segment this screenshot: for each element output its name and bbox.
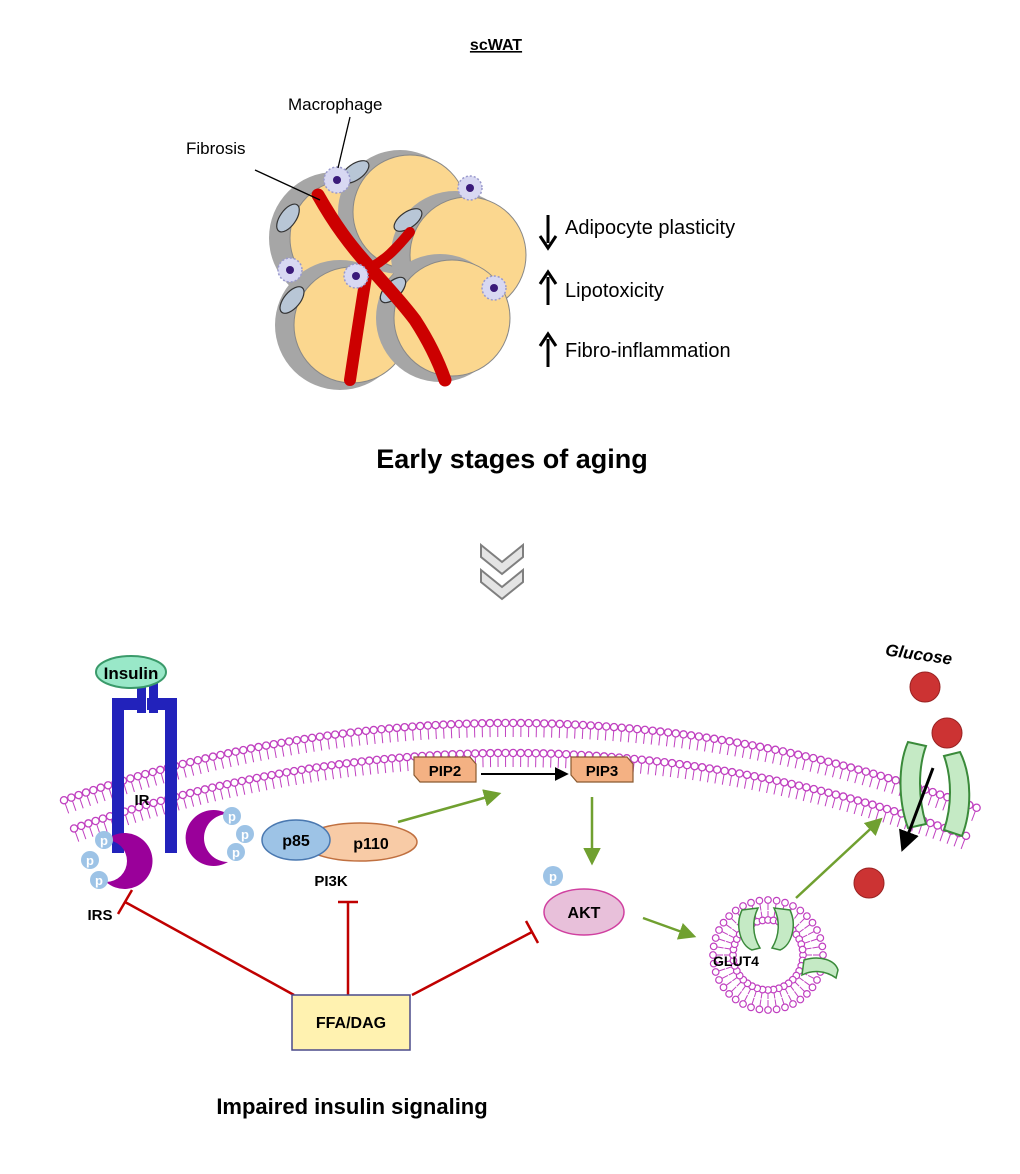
phospho-label: p — [100, 833, 108, 848]
glut4-transporter — [770, 907, 794, 951]
caption-impaired-signaling: Impaired insulin signaling — [216, 1094, 487, 1119]
ffa-dag-box: FFA/DAG — [291, 994, 411, 1051]
phospho-label: p — [95, 873, 103, 888]
effect-list: Adipocyte plasticity Lipotoxicity Fibro-… — [538, 215, 735, 367]
phospho-label: p — [86, 853, 94, 868]
activation-arrow — [795, 817, 883, 899]
insulin-label: Insulin — [104, 664, 159, 683]
pip3-box: PIP3 — [570, 756, 634, 783]
macrophage-cell — [343, 263, 369, 289]
glut4-vesicle: GLUT4 — [709, 896, 839, 1014]
insulin-molecule: Insulin — [95, 655, 167, 689]
pip3-label: PIP3 — [586, 763, 619, 780]
p85-label: p85 — [282, 833, 310, 850]
pip2-box: PIP2 — [413, 756, 477, 783]
macrophage-label: Macrophage — [288, 95, 383, 114]
top-panel: scWAT — [186, 37, 735, 474]
panel-title-scwat: scWAT — [470, 37, 522, 54]
glut4-membrane-channel — [899, 740, 971, 852]
glut4-label: GLUT4 — [713, 953, 759, 969]
up-arrow-icon — [538, 269, 558, 305]
inhibition-lines — [116, 889, 540, 997]
up-arrow-icon — [538, 331, 558, 367]
pip2-label: PIP2 — [429, 763, 462, 780]
phospho-label: p — [232, 845, 240, 860]
caption-early-aging: Early stages of aging — [376, 444, 648, 474]
ffa-dag-label: FFA/DAG — [316, 1015, 386, 1032]
macrophage-leader — [337, 116, 351, 169]
glucose-molecule — [909, 671, 941, 703]
effect-label: Fibro-inflammation — [565, 340, 731, 362]
macrophage-cell — [481, 275, 507, 301]
adipocyte-cluster — [269, 150, 527, 390]
akt-protein: p AKT — [543, 866, 625, 936]
fibrosis-leader — [254, 169, 321, 201]
fibrosis-band — [365, 227, 415, 273]
effect-label: Adipocyte plasticity — [565, 217, 735, 239]
irs-right: p p p — [185, 807, 254, 866]
ir-label: IR — [135, 792, 150, 809]
akt-label: AKT — [568, 905, 601, 922]
macrophage-cell — [323, 166, 351, 194]
chevron-down-icon — [480, 542, 524, 601]
glut4-transporter — [801, 957, 839, 980]
activation-arrow — [642, 916, 697, 940]
glucose-molecule — [853, 867, 885, 899]
pi3k-label: PI3K — [314, 873, 348, 890]
macrophage-cell — [457, 175, 483, 201]
phospho-label: p — [228, 809, 236, 824]
bottom-panel: IR Insulin p p p IRS p p p p85 p110 PI3K — [59, 640, 981, 1119]
activation-arrow — [397, 789, 502, 824]
glucose-label: Glucose — [884, 640, 953, 668]
irs-left: p p p IRS — [81, 831, 153, 924]
irs-label: IRS — [87, 907, 112, 924]
pi3k-complex: p85 p110 PI3K — [261, 819, 418, 890]
glut4-transporter — [738, 907, 762, 951]
glucose-molecule — [931, 717, 963, 749]
phospho-label: p — [241, 827, 249, 842]
macrophage-cell — [277, 257, 303, 283]
fibrosis-label: Fibrosis — [186, 139, 246, 158]
insulin-receptor: IR — [112, 683, 177, 853]
adipocyte-cell — [376, 254, 511, 382]
fibrosis-band — [311, 188, 452, 387]
p110-label: p110 — [353, 836, 389, 853]
phospho-label: p — [549, 869, 557, 884]
effect-label: Lipotoxicity — [565, 280, 664, 302]
down-arrow-icon — [538, 215, 558, 251]
